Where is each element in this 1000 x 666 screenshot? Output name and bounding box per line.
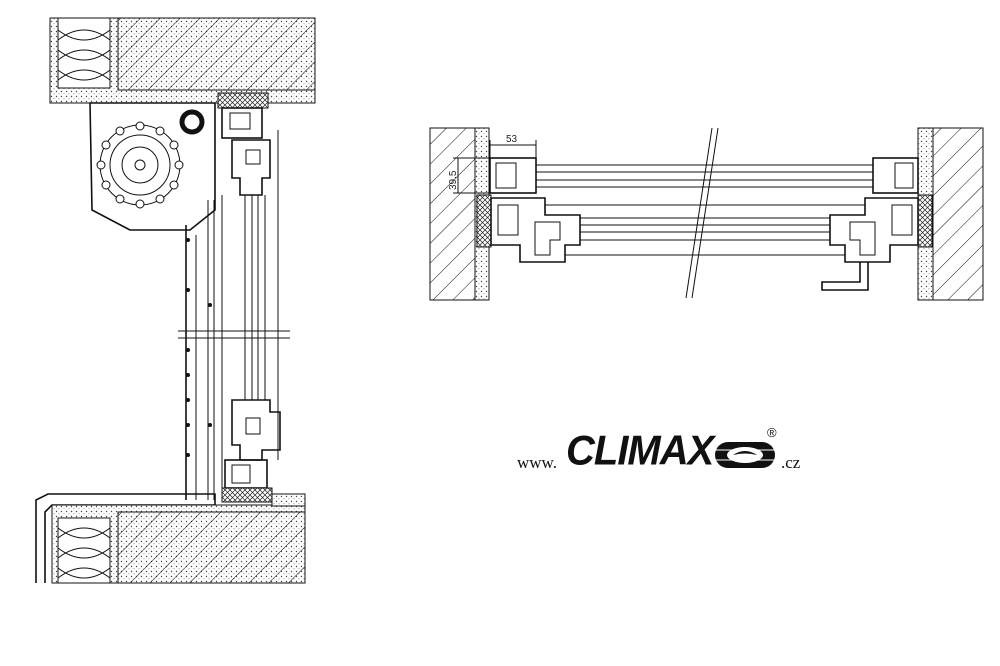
logo-wordmark: CLIMAX xyxy=(566,427,714,475)
logo-suffix: .cz xyxy=(781,453,801,472)
right-shutter-guide xyxy=(872,157,919,194)
climax-logo[interactable]: www. CLIMAX ® .cz xyxy=(517,425,817,485)
upper-sash xyxy=(231,139,271,196)
lower-frame xyxy=(224,459,268,489)
logo-emblem-icon xyxy=(715,442,775,468)
window-sill xyxy=(35,493,216,583)
logo-prefix: www. xyxy=(517,453,557,472)
guide-roll xyxy=(179,109,205,135)
roller-drum xyxy=(99,124,181,206)
lower-sash xyxy=(231,399,281,461)
upper-frame xyxy=(221,107,263,139)
horizontal-section: 53 39.5 xyxy=(429,127,984,301)
lower-seal xyxy=(221,487,273,503)
left-frame-seal xyxy=(476,194,492,248)
logo-registered-mark: ® xyxy=(767,425,777,440)
upper-seal xyxy=(217,92,269,109)
lower-wall xyxy=(117,511,306,584)
curtain-pins xyxy=(186,238,212,457)
dimension-width-label: 53 xyxy=(506,134,518,145)
left-shutter-guide xyxy=(489,157,537,194)
right-frame-seal xyxy=(917,194,933,248)
left-window-frame xyxy=(490,197,581,263)
break-line-diagonal xyxy=(685,127,719,299)
roller-axis xyxy=(134,159,146,171)
break-line xyxy=(178,330,290,339)
upper-wall xyxy=(117,17,316,91)
dimension-height: 39.5 xyxy=(448,157,490,194)
right-window-frame xyxy=(829,197,919,263)
vertical-section xyxy=(35,17,316,584)
window-handle xyxy=(821,262,869,291)
dimension-height-label: 39.5 xyxy=(448,170,459,190)
right-jamb-wall xyxy=(932,127,984,301)
shutter-box xyxy=(89,102,216,231)
upper-insulation-waves xyxy=(57,29,111,81)
upper-insulation xyxy=(57,17,111,89)
roller-slats xyxy=(96,121,184,209)
dimension-width: 53 xyxy=(489,134,537,158)
left-jamb-wall xyxy=(429,127,476,301)
